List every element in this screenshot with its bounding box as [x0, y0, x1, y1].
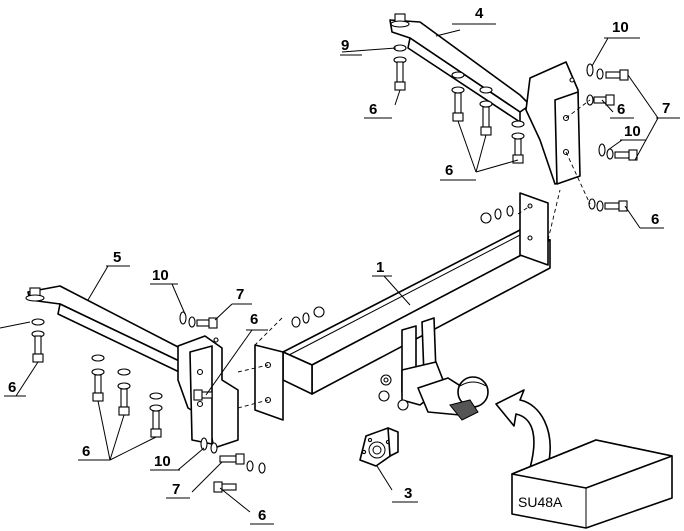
- callout-10-left-top: 10: [152, 267, 169, 284]
- callout-9: 9: [341, 37, 349, 54]
- left-side-hardware: [31, 306, 325, 493]
- callout-6-upper-left: 6: [369, 101, 377, 118]
- callout-labels: 4 9 10 6 6 7 10 6 6 1 5 10 7 6 6 6 10 7: [4, 5, 680, 525]
- right-side-bracket: [389, 13, 581, 185]
- callout-7-right: 7: [662, 100, 670, 117]
- callout-7-left-bottom: 7: [172, 481, 180, 498]
- callout-10-right: 10: [624, 123, 641, 140]
- callout-6-group-left: 6: [82, 443, 90, 460]
- callout-6-upper-right: 6: [617, 101, 625, 118]
- callout-7-left-top: 7: [236, 286, 244, 303]
- callout-3: 3: [404, 485, 412, 502]
- callout-10-top: 10: [612, 19, 629, 36]
- right-side-hardware: [393, 44, 638, 224]
- alignment-lines: [237, 99, 591, 409]
- callout-6-group-right: 6: [445, 162, 453, 179]
- callout-10-left-bottom: 10: [154, 453, 171, 470]
- leader-lines: [0, 29, 659, 513]
- socket-bracket: [359, 427, 399, 467]
- callout-6-left-outer: 6: [8, 379, 16, 396]
- callout-6-left-mid: 6: [250, 311, 258, 328]
- mounting-arrow: [495, 389, 551, 469]
- callout-6-bottom: 6: [258, 507, 266, 524]
- callout-1: 1: [376, 259, 384, 276]
- model-code: SU48A: [518, 494, 563, 510]
- callout-4: 4: [475, 5, 484, 22]
- tow-ball-assembly: [378, 317, 489, 421]
- model-box: SU48A: [511, 439, 673, 529]
- callout-6-far-right: 6: [651, 211, 659, 228]
- callout-5: 5: [113, 249, 121, 266]
- left-side-bracket: [25, 285, 239, 449]
